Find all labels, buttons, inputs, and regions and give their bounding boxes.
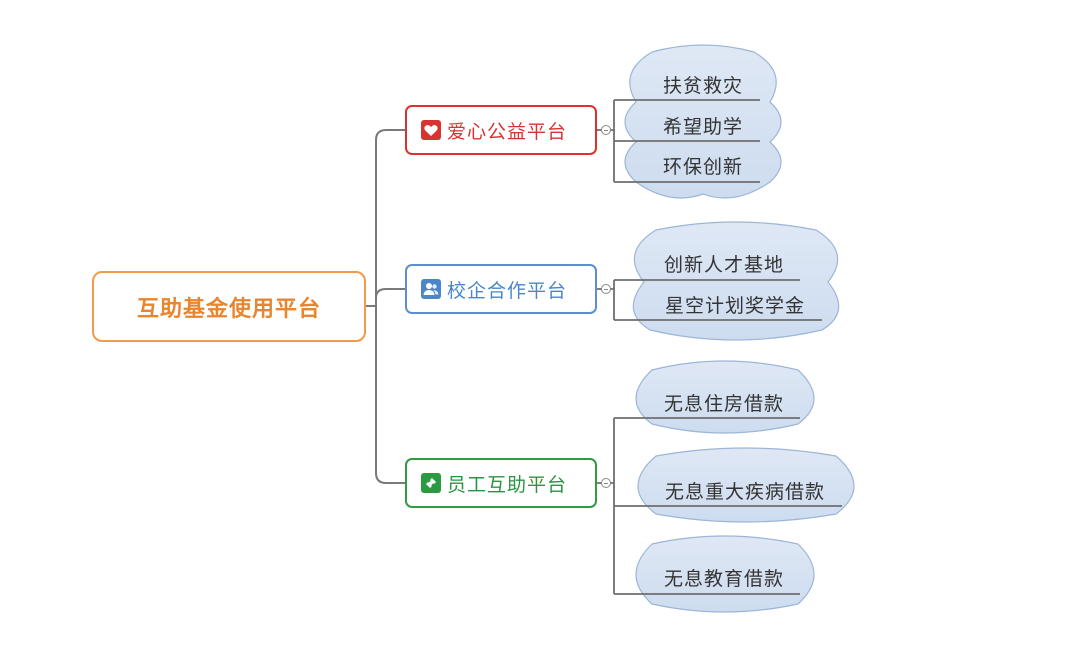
collapse-toggle-charity[interactable] xyxy=(601,125,611,135)
heart-icon xyxy=(421,120,441,140)
root-node[interactable]: 互助基金使用平台 xyxy=(92,271,366,342)
cloud-shape-mutual-1 xyxy=(635,360,815,434)
cloud-group xyxy=(624,44,855,613)
leaf-node-label[interactable]: 无息住房借款 xyxy=(663,393,785,415)
cloud-shape-charity xyxy=(624,44,782,199)
handshake-icon xyxy=(421,473,441,493)
leaf-node-label[interactable]: 无息教育借款 xyxy=(663,568,785,590)
cloud-shape-mutual-2 xyxy=(637,447,855,523)
collapse-toggle-mutual[interactable] xyxy=(601,478,611,488)
leaf-node-label[interactable]: 希望助学 xyxy=(662,116,744,138)
leaf-node-label[interactable]: 环保创新 xyxy=(662,156,744,178)
collapse-toggle-campus[interactable] xyxy=(601,284,611,294)
branch-label: 爱心公益平台 xyxy=(447,120,568,143)
branch-node-campus[interactable]: 校企合作平台 xyxy=(405,264,597,314)
branch-label: 员工互助平台 xyxy=(447,473,568,496)
cloud-shape-mutual-3 xyxy=(635,535,815,613)
branch-node-mutual[interactable]: 员工互助平台 xyxy=(405,458,597,508)
leaf-node-label[interactable]: 星空计划奖学金 xyxy=(664,295,806,317)
connector-root-mutual xyxy=(375,306,405,484)
connector-root-charity xyxy=(366,129,405,307)
leaf-node-label[interactable]: 无息重大疾病借款 xyxy=(664,481,826,503)
leaf-node-label[interactable]: 扶贫救灾 xyxy=(662,75,744,97)
branch-label: 校企合作平台 xyxy=(447,279,568,302)
root-label: 互助基金使用平台 xyxy=(136,296,321,322)
leaf-node-label[interactable]: 创新人才基地 xyxy=(663,254,785,276)
cloud-shape-campus xyxy=(632,221,840,341)
branch-node-charity[interactable]: 爱心公益平台 xyxy=(405,105,597,155)
users-icon xyxy=(421,279,441,299)
connector-root-campus xyxy=(375,288,405,306)
connectors-root xyxy=(366,129,405,484)
